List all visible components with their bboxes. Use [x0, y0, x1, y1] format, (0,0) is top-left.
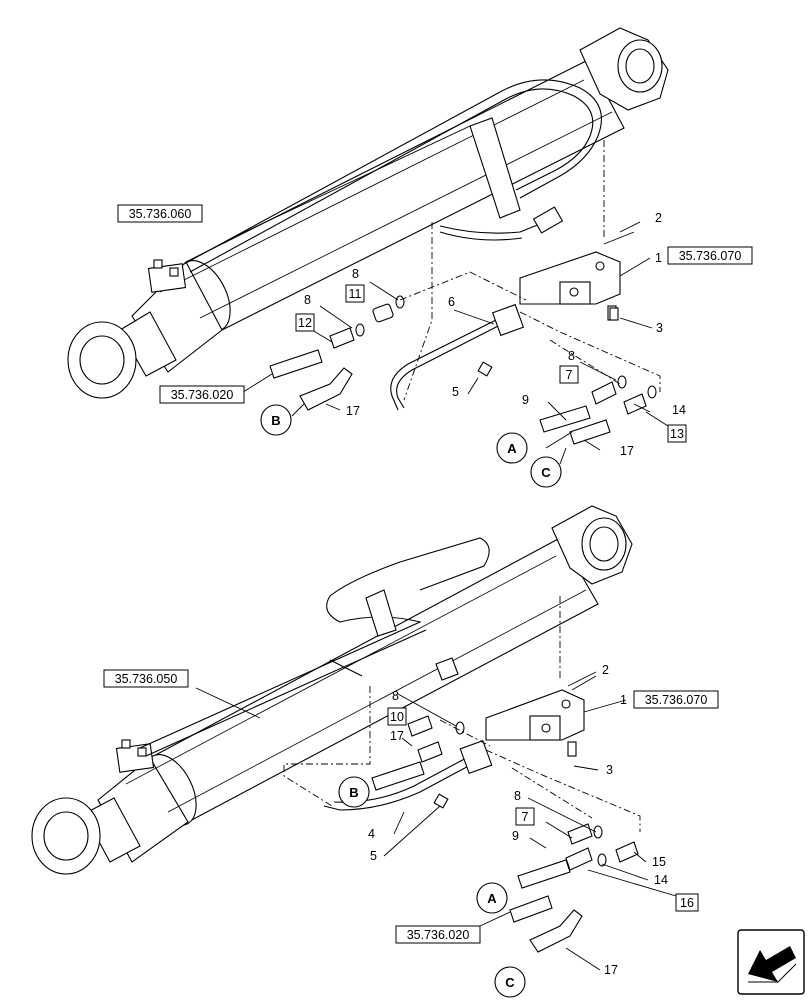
- top-pipe-loop: [183, 79, 602, 273]
- top-label-6: 6: [448, 295, 455, 309]
- top-label-14: 14: [672, 403, 686, 417]
- bottom-circle-B: B: [349, 785, 358, 800]
- top-hose-ref: 35.736.020: [171, 388, 234, 402]
- top-circle-B: B: [271, 413, 280, 428]
- next-page-arrow-icon[interactable]: [737, 929, 805, 995]
- top-control-valve: [519, 251, 621, 321]
- bottom-cylinder-ref: 35.736.050: [115, 672, 178, 686]
- bottom-fittings: [371, 715, 639, 953]
- top-label-1: 1: [655, 251, 662, 265]
- top-assembly: 35.736.060 35.736.070 35.736.020 2 1 3 8…: [67, 27, 753, 488]
- bottom-label-4: 4: [368, 827, 375, 841]
- top-label-9: 9: [522, 393, 529, 407]
- bottom-hose-ref: 35.736.020: [407, 928, 470, 942]
- bottom-label-17b: 17: [604, 963, 618, 977]
- bottom-label-17a: 17: [390, 729, 404, 743]
- bottom-label-8a: 8: [392, 689, 399, 703]
- bottom-routing-lines: [283, 596, 641, 832]
- bottom-boxed-10: 10: [390, 710, 404, 724]
- bottom-control-valve: [485, 689, 585, 757]
- bottom-label-3: 3: [606, 763, 613, 777]
- top-circle-C: C: [541, 465, 551, 480]
- top-boxed-12: 12: [298, 316, 312, 330]
- top-label-8b: 8: [304, 293, 311, 307]
- top-bent-pipe: [390, 303, 525, 411]
- top-label-8c: 8: [568, 349, 575, 363]
- bottom-valve-ref: 35.736.070: [645, 693, 708, 707]
- top-label-2: 2: [655, 211, 662, 225]
- bottom-boxed-7: 7: [522, 810, 529, 824]
- bottom-label-1: 1: [620, 693, 627, 707]
- top-leaders: [235, 125, 669, 465]
- bottom-circle-C: C: [505, 975, 515, 990]
- bottom-label-14: 14: [654, 873, 668, 887]
- top-routing-lines: [399, 140, 661, 401]
- bottom-pipe-loop: [139, 537, 490, 757]
- top-label-8a: 8: [352, 267, 359, 281]
- top-cylinder-ref: 35.736.060: [129, 207, 192, 221]
- top-boxed-13: 13: [670, 427, 684, 441]
- bottom-hydraulic-cylinder: [31, 505, 633, 875]
- top-boxed-7: 7: [566, 368, 573, 382]
- top-label-17a: 17: [346, 404, 360, 418]
- bottom-label-2: 2: [602, 663, 609, 677]
- bottom-boxed-16: 16: [680, 896, 694, 910]
- top-boxed-11: 11: [349, 287, 362, 301]
- bottom-assembly: 35.736.050 35.736.070 35.736.020 2 1 3 8…: [31, 505, 719, 998]
- bottom-label-9: 9: [512, 829, 519, 843]
- top-labels: 35.736.060 35.736.070 35.736.020 2 1 3 8…: [117, 204, 753, 488]
- top-valve-ref: 35.736.070: [679, 249, 742, 263]
- bottom-label-8b: 8: [514, 789, 521, 803]
- bottom-leaders: [195, 671, 677, 971]
- top-fittings: [269, 295, 657, 445]
- bottom-label-5: 5: [370, 849, 377, 863]
- top-hydraulic-cylinder: [67, 27, 669, 399]
- top-label-5: 5: [452, 385, 459, 399]
- top-circle-A: A: [507, 441, 517, 456]
- top-label-17b: 17: [620, 444, 634, 458]
- bottom-circle-A: A: [487, 891, 497, 906]
- bottom-labels: 35.736.050 35.736.070 35.736.020 2 1 3 8…: [103, 663, 719, 998]
- bottom-label-15: 15: [652, 855, 666, 869]
- top-label-3: 3: [656, 321, 663, 335]
